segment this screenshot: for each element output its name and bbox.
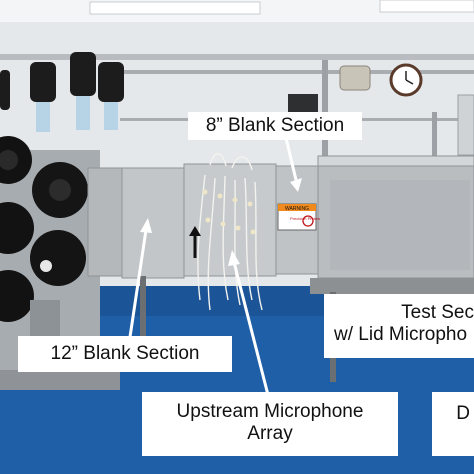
test-section-lid — [317, 155, 474, 167]
wall-gauge-box — [339, 65, 371, 91]
compression-drivers — [0, 52, 124, 132]
upstream-line-2: Array — [247, 423, 293, 444]
wall-panel-right — [457, 94, 474, 156]
warning-banner — [278, 204, 316, 211]
label-12in-blank-section: 12” Blank Section — [18, 336, 232, 372]
vertical-pipe — [322, 60, 328, 160]
ceiling-light — [89, 1, 261, 15]
warning-sign-text: Precision Probes — [290, 216, 320, 221]
microphone-cables — [197, 153, 263, 311]
label-upstream-microphone-array: Upstream Microphone Array — [142, 392, 398, 456]
test-line-1: Test Sec — [401, 302, 474, 323]
plenum-section — [87, 167, 125, 277]
callout-arrows — [128, 137, 302, 396]
blank-section-12in — [121, 167, 185, 279]
wall-pipe-top — [0, 54, 474, 60]
wall-pipe-mid — [120, 70, 474, 74]
microphone-sensors — [202, 189, 256, 235]
test-section-shadow — [330, 180, 470, 270]
label-downstream-partial: D — [432, 392, 474, 456]
warning-text: WARNING — [285, 206, 309, 212]
flow-direction-arrow — [189, 226, 201, 258]
vertical-pipe-2 — [432, 112, 437, 162]
upstream-line-1: Upstream Microphone — [176, 401, 364, 422]
floor-cart — [0, 370, 120, 390]
speaker-cluster-left — [0, 136, 100, 370]
test-line-2: w/ Lid Micropho — [334, 324, 468, 345]
prohibition-icon — [302, 215, 314, 227]
label-8in-blank-section: 8” Blank Section — [188, 112, 362, 140]
ceiling-light-right — [379, 0, 474, 13]
label-test-section: Test Sec w/ Lid Micropho — [324, 294, 474, 358]
test-section-table — [310, 278, 474, 294]
duct-stand — [140, 276, 146, 336]
clock-hand-minute — [405, 79, 414, 85]
